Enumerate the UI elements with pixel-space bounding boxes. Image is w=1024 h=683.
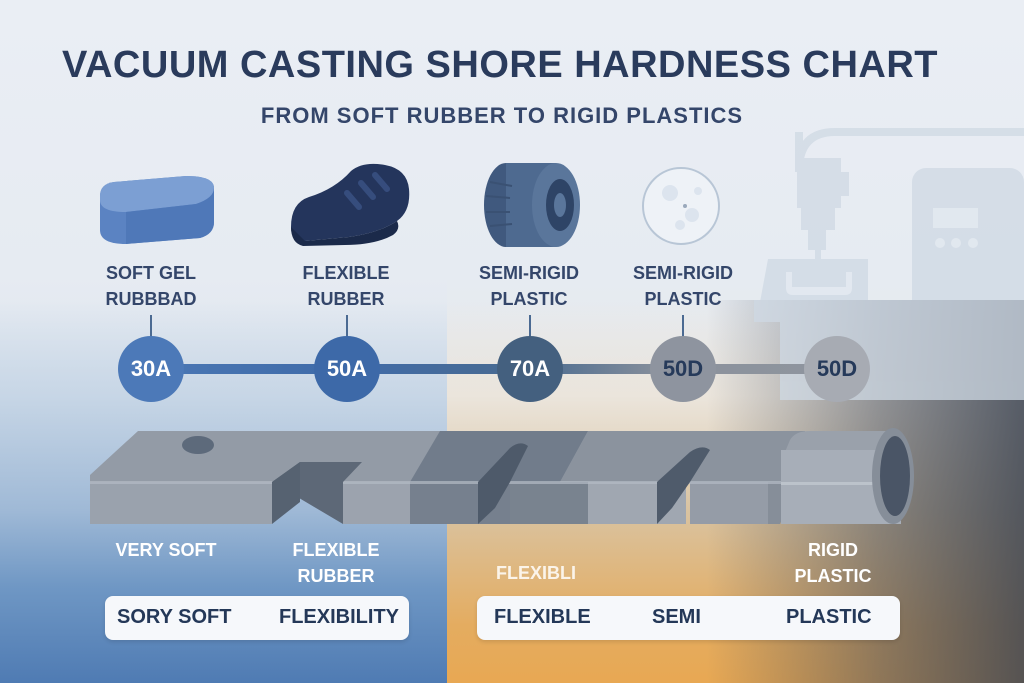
plastic-ball-icon: [642, 167, 720, 245]
hardness-node-50d: 50D: [650, 336, 716, 402]
hardness-node-50a: 50A: [314, 336, 380, 402]
material-label-line1: SEMI-RIGID: [632, 263, 733, 283]
band-label-flexible-rubber: FLEXIBLE RUBBER: [266, 537, 406, 589]
material-label-line2: RUBBBAD: [105, 289, 197, 309]
legend-pill-left: [105, 596, 409, 640]
material-label-semi-rigid-2: SEMI-RIGID PLASTIC: [613, 260, 753, 312]
hardness-value: 50D: [662, 356, 704, 381]
legend-item-plastic: PLASTIC: [786, 606, 872, 628]
band-label-line1: FLEXIBLI: [496, 563, 576, 583]
band-label-flexibli: FLEXIBLI: [466, 560, 606, 586]
material-label-line2: RUBBER: [307, 289, 385, 309]
legend-item-flexible: FLEXIBLE: [494, 606, 591, 628]
hardness-node-50d-2: 50D: [804, 336, 870, 402]
material-label-flexible-rubber: FLEXIBLE RUBBER: [276, 260, 416, 312]
wheel-icon: [484, 163, 580, 247]
page-subtitle: FROM SOFT RUBBER TO RIGID PLASTICS: [260, 103, 744, 128]
band-label-line2: RUBBER: [297, 566, 375, 586]
band-label-very-soft: VERY SOFT: [96, 537, 236, 563]
hardness-node-70a: 70A: [497, 336, 563, 402]
connector-line: [682, 315, 684, 337]
hardness-value: 70A: [509, 356, 551, 381]
material-label-line1: FLEXIBLE: [302, 263, 390, 283]
material-label-line2: PLASTIC: [490, 289, 568, 309]
connector-line: [346, 315, 348, 337]
legend-item-flexibility: FLEXIBILITY: [279, 606, 399, 628]
material-label-soft-gel: SOFT GEL RUBBBAD: [81, 260, 221, 312]
material-label-line1: SEMI-RIGID: [478, 263, 579, 283]
material-label-line2: PLASTIC: [644, 289, 722, 309]
shoe-icon: [291, 163, 410, 246]
band-label-line1: RIGID: [807, 540, 858, 560]
band-label-line2: PLASTIC: [794, 566, 872, 586]
page-title: VACUUM CASTING SHORE HARDNESS CHART: [61, 44, 939, 86]
band-label-line1: VERY SOFT: [115, 540, 217, 560]
gel-pad-icon: [100, 176, 214, 244]
hardness-value: 30A: [130, 356, 172, 381]
material-label-line1: SOFT GEL: [106, 263, 196, 283]
hardness-value: 50A: [326, 356, 368, 381]
legend-item-sory-soft: SORY SOFT: [117, 606, 232, 628]
legend-item-semi: SEMI: [652, 606, 701, 628]
connector-line: [150, 315, 152, 337]
hardness-node-30a: 30A: [118, 336, 184, 402]
legend-pill-right: [477, 596, 900, 640]
hardness-value: 50D: [816, 356, 858, 381]
band-label-line1: FLEXIBLE: [292, 540, 380, 560]
connector-line: [529, 315, 531, 337]
material-label-semi-rigid-1: SEMI-RIGID PLASTIC: [459, 260, 599, 312]
band-label-rigid-plastic: RIGID PLASTIC: [763, 537, 903, 589]
